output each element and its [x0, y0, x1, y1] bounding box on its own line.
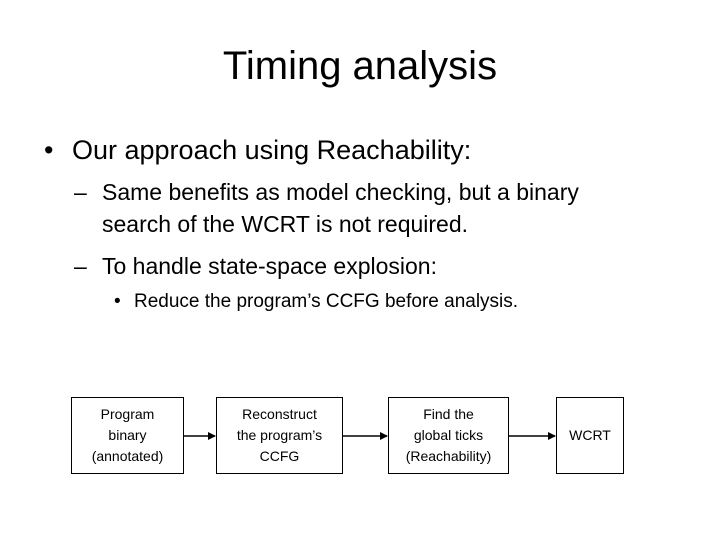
- bullet-approach: • Our approach using Reachability:: [44, 132, 684, 168]
- bullet-marker: •: [114, 291, 121, 312]
- bullet-text: Our approach using Reachability:: [72, 135, 472, 165]
- flow-box-reconstruct-ccfg: Reconstruct the program’s CCFG: [216, 397, 343, 474]
- flow-box-find-global-ticks: Find the global ticks (Reachability): [388, 397, 509, 474]
- flow-box-wcrt: WCRT: [556, 397, 624, 474]
- bullet-text: Reduce the program’s CCFG before analysi…: [134, 291, 519, 312]
- bullet-text: To handle state-space explosion:: [102, 253, 437, 279]
- bullet-marker: –: [74, 253, 87, 279]
- bullet-marker: –: [74, 179, 87, 205]
- bullet-state-space: – To handle state-space explosion:: [74, 250, 654, 282]
- slide-title: Timing analysis: [222, 44, 498, 88]
- bullet-reduce-ccfg: • Reduce the program’s CCFG before analy…: [114, 288, 674, 316]
- flow-box-program-binary: Program binary (annotated): [71, 397, 184, 474]
- bullet-benefits: – Same benefits as model checking, but a…: [74, 176, 654, 240]
- bullet-marker: •: [44, 135, 54, 165]
- bullet-text: Same benefits as model checking, but a b…: [102, 179, 579, 237]
